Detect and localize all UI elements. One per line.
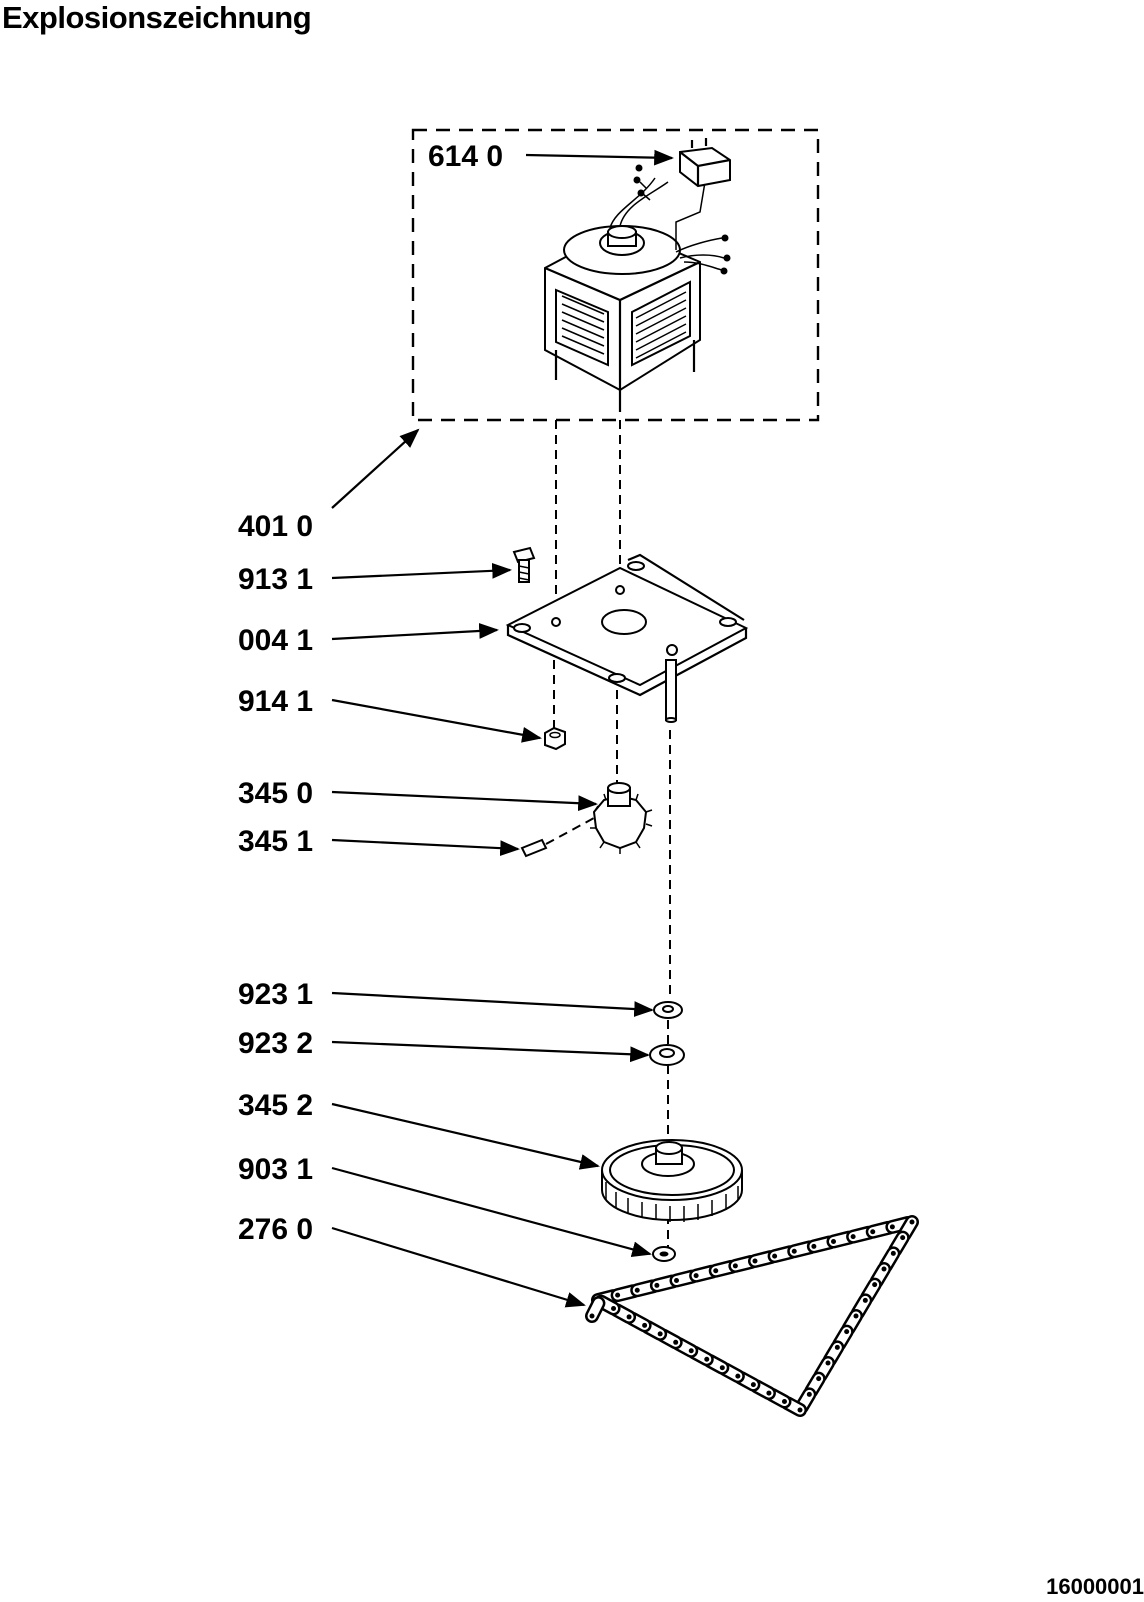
- motor: [544, 164, 731, 412]
- chain-pin: [825, 1360, 831, 1366]
- callout-923-1: 923 1: [238, 978, 313, 1011]
- bolt: [512, 546, 536, 583]
- chain-pin: [750, 1382, 756, 1388]
- chain-pin: [870, 1229, 876, 1235]
- chain-pin: [626, 1314, 632, 1320]
- callout-276-0: 276 0: [238, 1213, 313, 1246]
- chain-pin: [735, 1373, 741, 1379]
- callout-914-1: 914 1: [238, 685, 313, 718]
- chain-pin: [673, 1339, 679, 1345]
- document-number: 16000001: [1046, 1574, 1144, 1599]
- chain-pin: [816, 1376, 822, 1382]
- callout-614-0: 614 0: [428, 140, 503, 173]
- chain-pin: [772, 1253, 778, 1259]
- drive-chain: [585, 1215, 919, 1417]
- chain-pin: [704, 1356, 710, 1362]
- sprocket-gear: [601, 1139, 743, 1222]
- callout-004-1: 004 1: [238, 624, 313, 657]
- chain-pin: [713, 1268, 719, 1274]
- chain-pin: [831, 1239, 836, 1244]
- page-title: Explosionszeichnung: [2, 0, 312, 35]
- mounting-plate: [505, 553, 749, 723]
- chain-pin: [781, 1399, 787, 1405]
- motor-assembly-box: [411, 128, 820, 422]
- callout-345-0: 345 0: [238, 777, 313, 810]
- chain-pin: [657, 1331, 663, 1337]
- callout-923-2: 923 2: [238, 1027, 313, 1060]
- callout-345-1: 345 1: [238, 825, 313, 858]
- chain-pin: [834, 1344, 840, 1350]
- chain-pin: [752, 1258, 758, 1264]
- washer-2: [649, 1044, 685, 1066]
- chain-pin: [589, 1313, 595, 1319]
- chain-pin: [674, 1278, 679, 1283]
- shaft-pin: [520, 817, 595, 858]
- chain-pin: [642, 1322, 648, 1328]
- chain-pin: [806, 1391, 812, 1397]
- chain-pin: [862, 1297, 868, 1303]
- chain-pin: [900, 1235, 906, 1241]
- chain-pin: [889, 1224, 895, 1230]
- circlip: [652, 1246, 676, 1262]
- pinion-gear: [590, 782, 653, 854]
- chain-pin: [791, 1248, 797, 1254]
- leader-lines: [331, 149, 674, 1308]
- chain-pin: [719, 1365, 725, 1371]
- chain-pin: [634, 1287, 640, 1293]
- chain-pin: [611, 1305, 617, 1311]
- callout-labels: 614 0 401 0 913 1 004 1 914 1 345 0 345 …: [238, 140, 503, 1246]
- capacitor-connector: [679, 138, 731, 188]
- chain-pin: [881, 1266, 887, 1272]
- callout-401-0: 401 0: [238, 510, 313, 543]
- callout-345-2: 345 2: [238, 1089, 313, 1122]
- chain-pin: [693, 1273, 699, 1279]
- chain-pin: [909, 1219, 915, 1225]
- chain-pin: [872, 1282, 878, 1288]
- chain-pin: [890, 1250, 896, 1256]
- chain-pin: [811, 1243, 817, 1249]
- hex-nut: [544, 726, 566, 751]
- chain-pin: [853, 1313, 859, 1319]
- chain-pin: [615, 1292, 621, 1298]
- chain-pin: [766, 1390, 772, 1396]
- chain-pin: [688, 1348, 694, 1354]
- chain-pin: [844, 1329, 850, 1335]
- chain-pin: [850, 1234, 856, 1240]
- chain-pin: [654, 1282, 660, 1288]
- washer-1: [653, 1001, 683, 1019]
- callout-913-1: 913 1: [238, 563, 313, 596]
- chain-pin: [732, 1263, 738, 1269]
- chain-pin: [797, 1407, 803, 1413]
- callout-903-1: 903 1: [238, 1153, 313, 1186]
